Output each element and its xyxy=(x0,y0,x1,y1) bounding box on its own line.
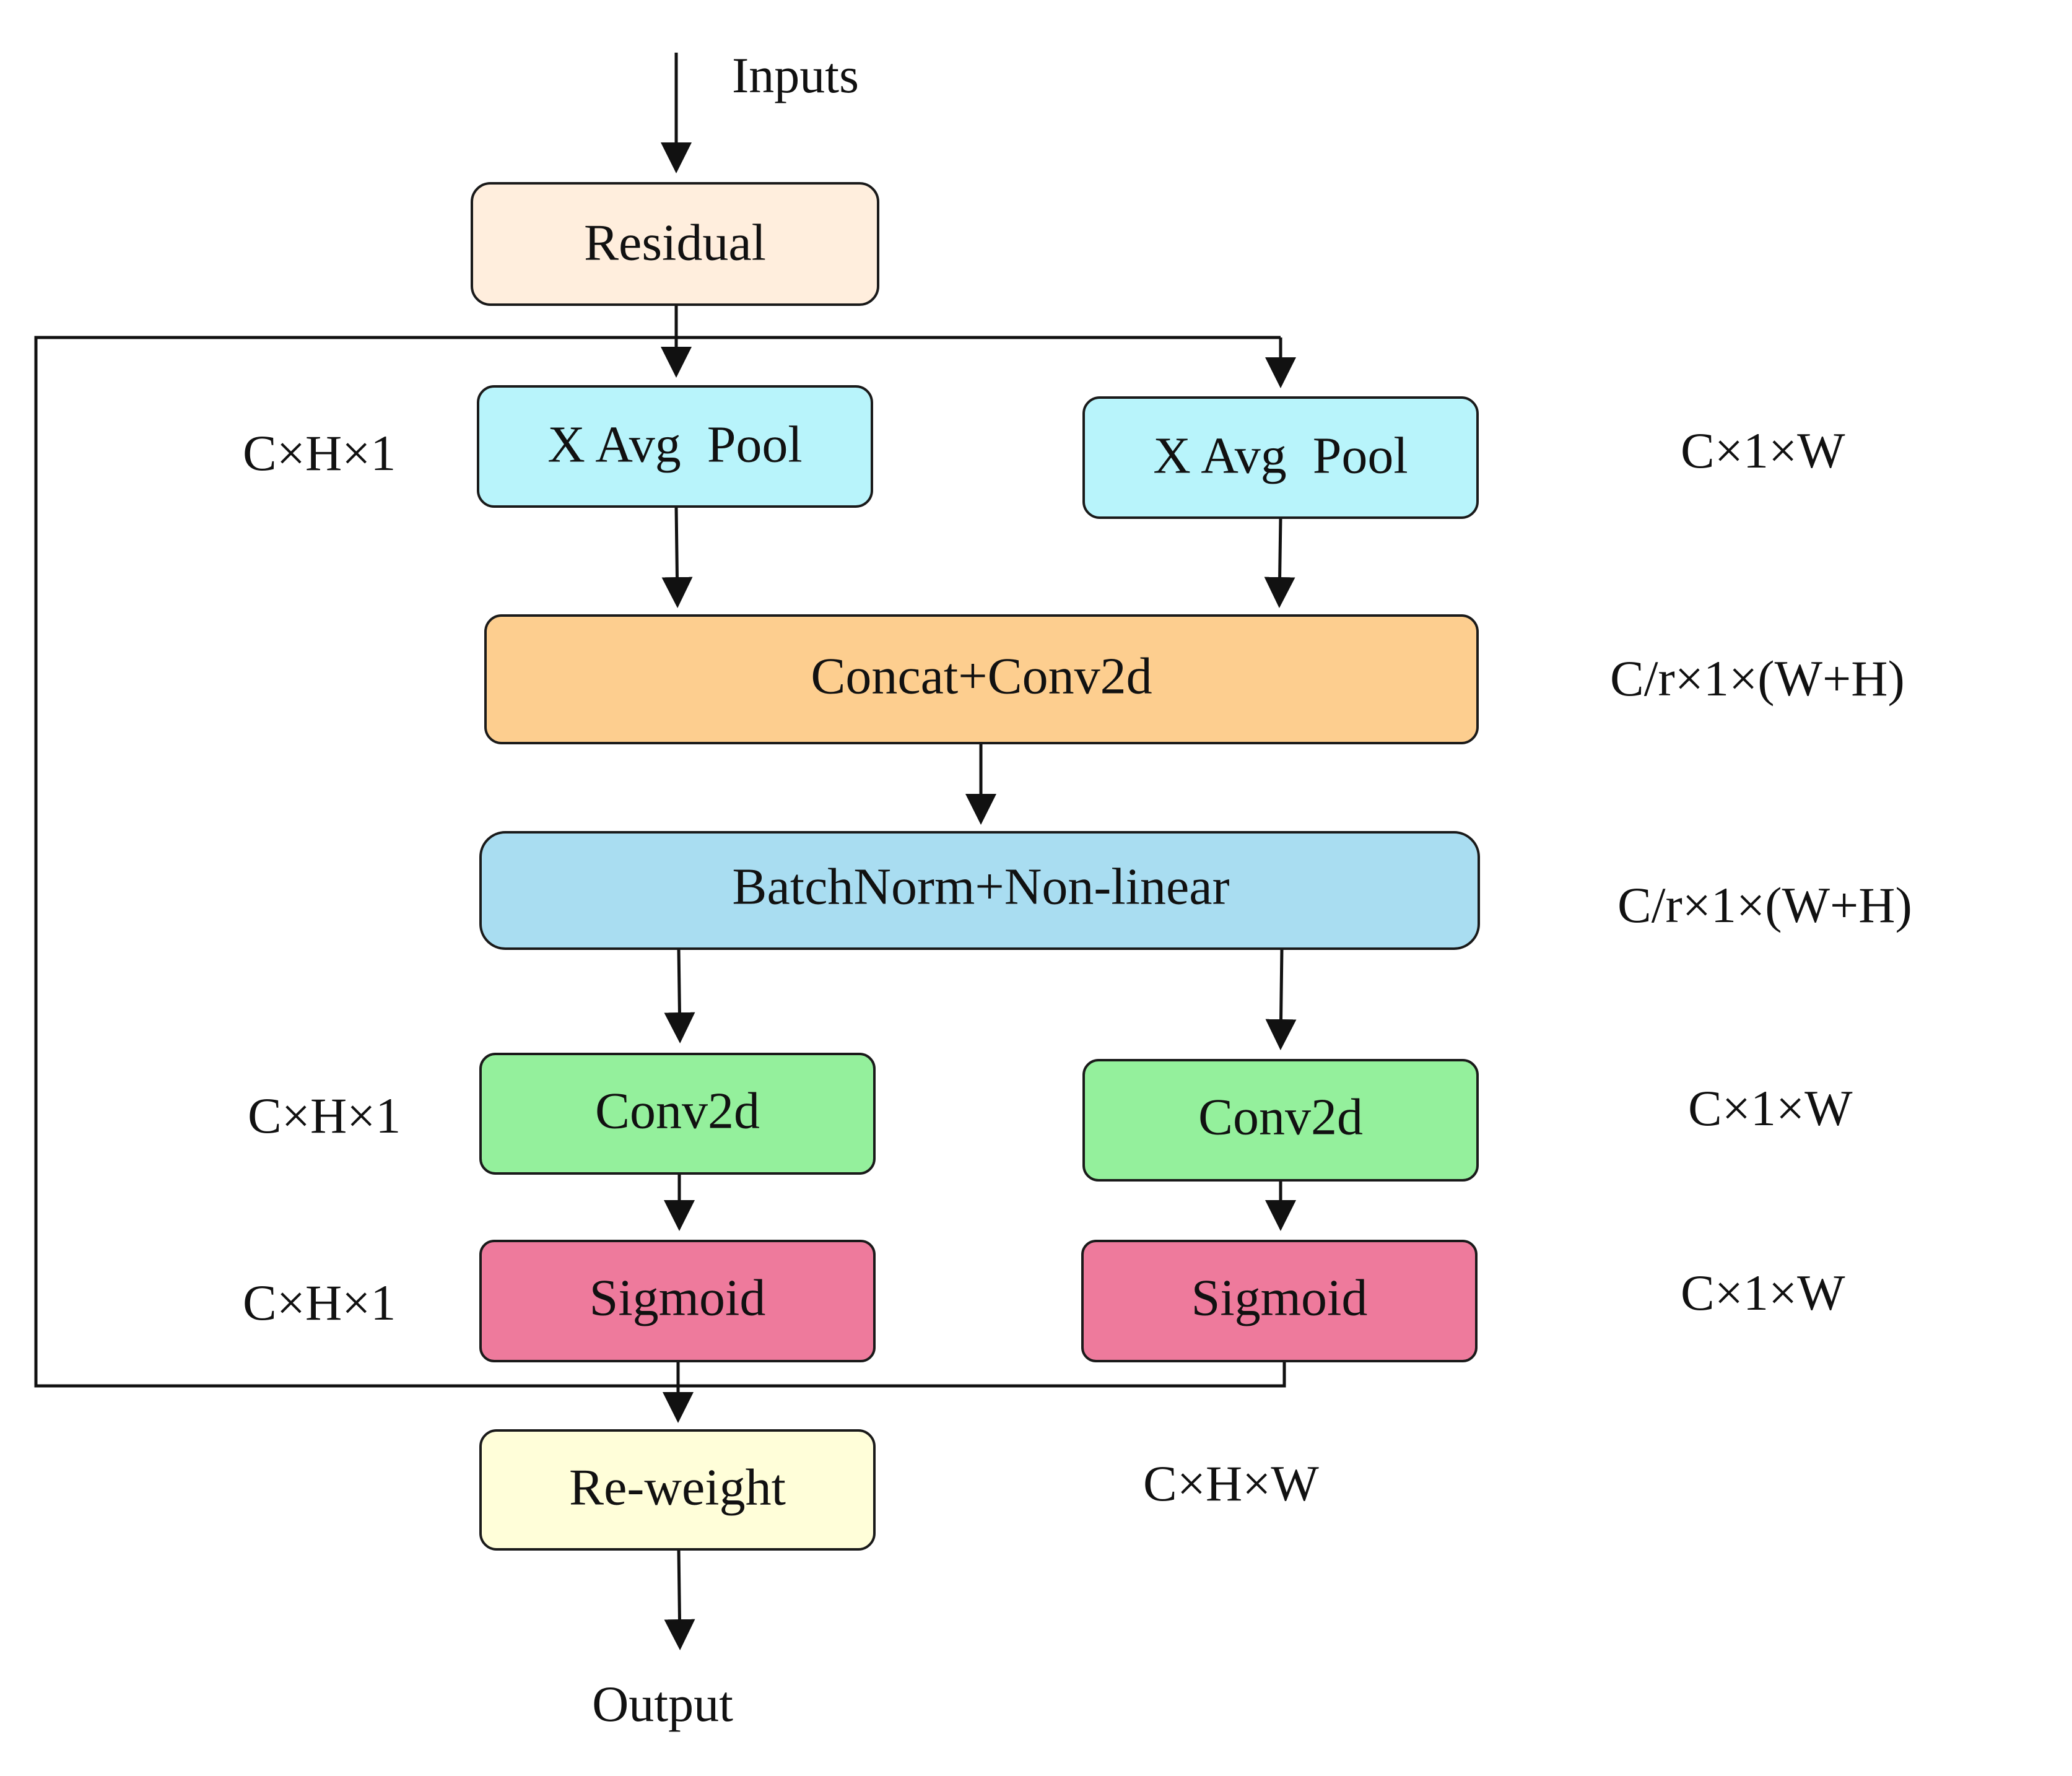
sigmoid-left-box xyxy=(479,1240,876,1362)
pool-left-label: X Avg Pool xyxy=(547,416,803,473)
reweight-label: Re-weight xyxy=(569,1458,786,1516)
line-skip-connection xyxy=(34,336,678,1388)
sigmoid-left-label: Sigmoid xyxy=(590,1269,766,1326)
pool-left-box xyxy=(477,385,873,508)
reweight-box xyxy=(479,1429,876,1551)
dim-sigmoid-right: C×1×W xyxy=(1681,1265,1845,1321)
dim-conv-right: C×1×W xyxy=(1688,1080,1853,1136)
pool-right-box xyxy=(1082,396,1479,519)
dim-sigmoid-left: C×H×1 xyxy=(243,1274,396,1331)
arrow-reweight-to-output xyxy=(664,1549,695,1650)
concat-conv-block: Concat+Conv2d xyxy=(484,614,1479,744)
reweight-block: Re-weight xyxy=(479,1429,876,1551)
sigmoid-right-block: Sigmoid xyxy=(1081,1240,1478,1362)
arrow-pool-right-to-concat xyxy=(1264,517,1295,608)
dimension-annotations: C×H×1 C×1×W C/r×1×(W+H) C/r×1×(W+H) C×H×… xyxy=(243,422,1912,1512)
dim-pool-left: C×H×1 xyxy=(243,425,396,481)
conv-right-box xyxy=(1082,1059,1479,1182)
sigmoid-right-label: Sigmoid xyxy=(1191,1269,1368,1326)
arrow-batchnorm-to-conv-right xyxy=(1265,948,1297,1050)
connectors xyxy=(34,53,1297,1650)
sigmoid-right-box xyxy=(1081,1240,1478,1362)
sigmoid-left-block: Sigmoid xyxy=(479,1240,876,1362)
dim-reweight: C×H×W xyxy=(1143,1455,1319,1512)
batchnorm-block: BatchNorm+Non-linear xyxy=(479,831,1480,950)
line-sigmoid-right-to-merge xyxy=(678,1361,1286,1388)
dim-batchnorm: C/r×1×(W+H) xyxy=(1617,877,1912,933)
dim-conv-left: C×H×1 xyxy=(248,1087,401,1144)
conv-left-block: Conv2d xyxy=(479,1053,876,1175)
residual-label: Residual xyxy=(584,214,766,271)
batchnorm-label: BatchNorm+Non-linear xyxy=(732,858,1229,915)
batchnorm-box xyxy=(479,831,1480,950)
residual-box xyxy=(471,182,879,306)
concat-conv-box xyxy=(484,614,1479,744)
conv-left-box xyxy=(479,1053,876,1175)
conv-right-label: Conv2d xyxy=(1198,1088,1363,1146)
input-label: Inputs xyxy=(732,47,859,103)
pool-right-label: X Avg Pool xyxy=(1153,427,1408,484)
conv-left-label: Conv2d xyxy=(595,1082,760,1139)
pool-left-block: X Avg Pool xyxy=(477,385,873,508)
conv-right-block: Conv2d xyxy=(1082,1059,1479,1182)
arrow-pool-left-to-concat xyxy=(661,506,693,608)
output-label: Output xyxy=(592,1676,733,1732)
concat-conv-label: Concat+Conv2d xyxy=(811,647,1152,705)
pool-right-block: X Avg Pool xyxy=(1082,396,1479,519)
arrow-batchnorm-to-conv-left xyxy=(664,948,695,1043)
dim-pool-right: C×1×W xyxy=(1681,422,1845,479)
dim-concat-conv: C/r×1×(W+H) xyxy=(1610,650,1905,707)
residual-block: Residual xyxy=(471,182,879,306)
